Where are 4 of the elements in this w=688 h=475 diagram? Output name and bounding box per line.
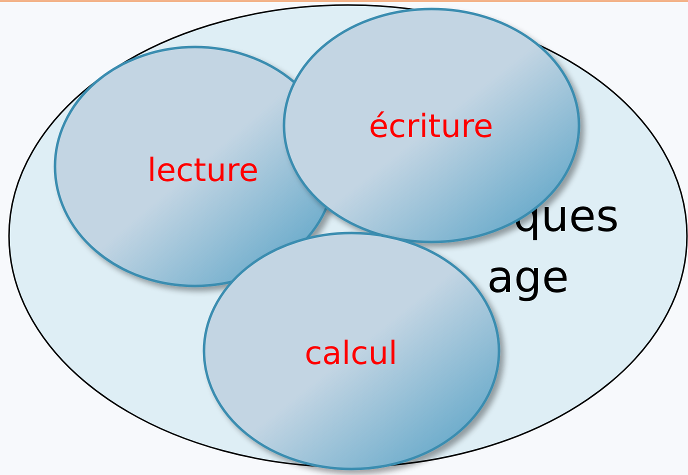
partial-text: age — [487, 256, 569, 300]
ellipse-label: lecture — [147, 154, 259, 186]
ellipse-label: calcul — [304, 337, 398, 369]
ellipse-label: écriture — [368, 110, 494, 142]
